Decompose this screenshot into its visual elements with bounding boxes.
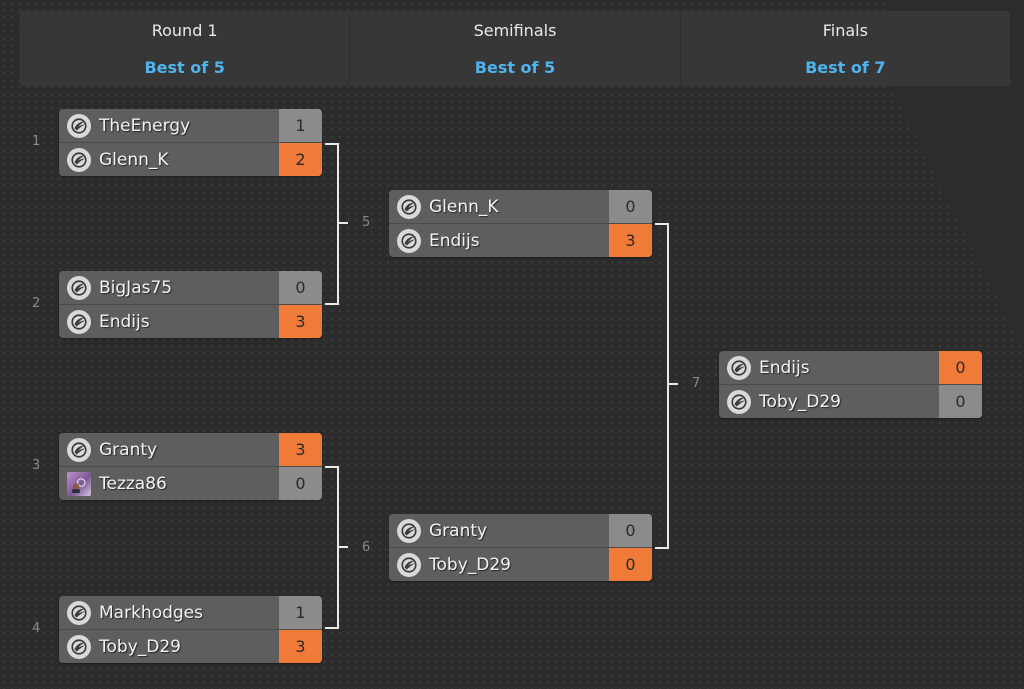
player-score: 2 — [279, 143, 322, 176]
team-logo-icon — [67, 309, 91, 334]
player-score: 0 — [939, 351, 982, 384]
player-name[interactable]: Endijs — [99, 311, 150, 332]
rounds-header: Round 1 Best of 5 Semifinals Best of 5 F… — [20, 11, 1010, 86]
round-format: Best of 5 — [474, 58, 556, 77]
match-number: 6 — [362, 540, 371, 555]
player-score: 3 — [279, 630, 322, 663]
player-score: 3 — [279, 305, 322, 338]
player-score: 0 — [609, 514, 652, 547]
player-row[interactable]: Endijs 0 — [719, 351, 982, 384]
round-header-3: Finals Best of 7 — [681, 11, 1010, 86]
player-score: 0 — [939, 385, 982, 418]
bracket-connector — [655, 223, 669, 549]
player-name[interactable]: Granty — [99, 439, 158, 460]
bracket-tick — [337, 222, 348, 224]
player-name[interactable]: Glenn_K — [99, 149, 169, 170]
player-name[interactable]: Toby_D29 — [429, 554, 511, 575]
player-row[interactable]: Toby_D29 3 — [59, 629, 322, 663]
player-row[interactable]: Markhodges 1 — [59, 596, 322, 629]
player-row[interactable]: Endijs 3 — [59, 304, 322, 338]
match-number: 3 — [32, 458, 41, 473]
match-number: 2 — [32, 296, 41, 311]
player-row[interactable]: Toby_D29 0 — [389, 547, 652, 581]
player-name[interactable]: Glenn_K — [429, 196, 499, 217]
player-name[interactable]: Toby_D29 — [759, 391, 841, 412]
team-logo-icon — [67, 437, 91, 462]
round-format: Best of 5 — [144, 58, 225, 77]
round-title: Semifinals — [473, 21, 557, 40]
player-score: 0 — [279, 271, 322, 304]
team-logo-icon — [67, 113, 91, 138]
player-name[interactable]: Tezza86 — [99, 473, 167, 494]
player-name[interactable]: Toby_D29 — [99, 636, 181, 657]
player-row[interactable]: Glenn_K 2 — [59, 142, 322, 176]
player-score: 3 — [609, 224, 652, 257]
team-logo-icon — [397, 518, 421, 543]
player-avatar-photo — [67, 471, 91, 496]
player-row[interactable]: Toby_D29 0 — [719, 384, 982, 418]
player-score: 3 — [279, 433, 322, 466]
player-row[interactable]: TheEnergy 1 — [59, 109, 322, 142]
player-row[interactable]: Granty 3 — [59, 433, 322, 466]
bracket-connector — [325, 143, 339, 305]
team-logo-icon — [397, 552, 421, 577]
bracket-tick — [667, 383, 678, 385]
player-name[interactable]: Granty — [429, 520, 488, 541]
team-logo-icon — [67, 147, 91, 172]
round-header-2: Semifinals Best of 5 — [350, 11, 681, 86]
player-score: 1 — [279, 596, 322, 629]
bracket-tick — [337, 546, 348, 548]
match-number: 1 — [32, 134, 41, 149]
round-format: Best of 7 — [805, 58, 886, 77]
player-row[interactable]: Granty 0 — [389, 514, 652, 547]
player-score: 0 — [279, 467, 322, 500]
team-logo-icon — [397, 194, 421, 219]
player-row[interactable]: Glenn_K 0 — [389, 190, 652, 223]
team-logo-icon — [67, 600, 91, 625]
round-title: Round 1 — [151, 21, 218, 40]
team-logo-icon — [727, 389, 751, 414]
team-logo-icon — [727, 355, 751, 380]
team-logo-icon — [397, 228, 421, 253]
player-row[interactable]: Tezza86 0 — [59, 466, 322, 500]
player-row[interactable]: BigJas75 0 — [59, 271, 322, 304]
player-row[interactable]: Endijs 3 — [389, 223, 652, 257]
player-score: 1 — [279, 109, 322, 142]
player-name[interactable]: TheEnergy — [99, 115, 191, 136]
team-logo-icon — [67, 634, 91, 659]
player-name[interactable]: Endijs — [429, 230, 480, 251]
player-score: 0 — [609, 190, 652, 223]
player-name[interactable]: Endijs — [759, 357, 810, 378]
match-number: 4 — [32, 621, 41, 636]
player-name[interactable]: BigJas75 — [99, 277, 173, 298]
player-name[interactable]: Markhodges — [99, 602, 203, 623]
match-number: 7 — [692, 376, 701, 391]
team-logo-icon — [67, 275, 91, 300]
match-number: 5 — [362, 215, 371, 230]
round-title: Finals — [822, 21, 868, 40]
round-header-1: Round 1 Best of 5 — [20, 11, 351, 86]
player-score: 0 — [609, 548, 652, 581]
